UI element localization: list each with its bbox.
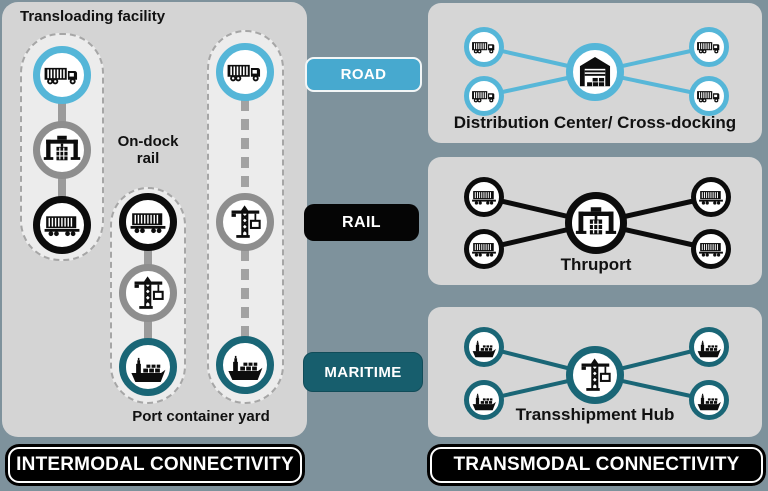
truck-node	[216, 43, 274, 101]
rail-hub-box: Thruport	[428, 157, 762, 285]
rail-car-icon	[129, 203, 167, 241]
chain2-link-2	[144, 320, 152, 340]
container-ship-node	[464, 380, 504, 420]
maritime-mode-label: MARITIME	[324, 363, 402, 381]
rail-car-node	[691, 229, 731, 269]
rail-hub-label: Thruport	[560, 255, 632, 274]
truck-node	[689, 27, 729, 67]
truck-icon	[696, 34, 722, 60]
tower-crane-node	[216, 193, 274, 251]
tower-crane-node	[119, 264, 177, 322]
warehouse-hub-node	[566, 43, 624, 101]
gantry-crane-icon	[575, 202, 617, 244]
warehouse-icon	[576, 53, 614, 91]
maritime-hub-box: Transshipment Hub	[428, 307, 762, 437]
truck-node	[464, 27, 504, 67]
maritime-hub-label: Transshipment Hub	[515, 405, 675, 424]
chain3-dashed-link-1	[241, 100, 249, 195]
rail-car-icon	[698, 236, 724, 262]
intermodal-panel-title: Transloading facility	[20, 8, 166, 25]
chain3-dashed-link-2	[241, 250, 249, 338]
intermodal-connectivity-banner: INTERMODAL CONNECTIVITY	[5, 444, 305, 486]
truck-node	[33, 46, 91, 104]
container-ship-node	[216, 336, 274, 394]
on-dock-rail-label: On-dock rail	[117, 133, 179, 167]
port-container-yard-label: Port container yard	[132, 408, 270, 425]
rail-car-node	[691, 177, 731, 217]
truck-icon	[43, 56, 81, 94]
rail-car-icon	[698, 184, 724, 210]
truck-node	[464, 76, 504, 116]
rail-mode-label: RAIL	[342, 213, 381, 231]
intermodal-connectivity-label: INTERMODAL CONNECTIVITY	[16, 454, 294, 475]
gantry-crane-node	[33, 121, 91, 179]
transmodal-connectivity-label: TRANSMODAL CONNECTIVITY	[453, 454, 740, 475]
container-ship-node	[689, 327, 729, 367]
rail-car-node	[33, 196, 91, 254]
intermodal-panel: Transloading facility On-dock rail Port …	[2, 2, 307, 437]
road-mode-label: ROAD	[340, 66, 387, 83]
truck-node	[689, 76, 729, 116]
rail-car-node	[464, 177, 504, 217]
container-ship-node	[689, 380, 729, 420]
rail-car-icon	[471, 236, 497, 262]
truck-icon	[696, 83, 722, 109]
transmodal-connectivity-banner: TRANSMODAL CONNECTIVITY	[427, 444, 766, 486]
container-ship-icon	[471, 334, 497, 360]
transshipment-hub-node	[566, 346, 624, 404]
chain2-link-1	[144, 249, 152, 266]
chain1-link-1	[58, 102, 66, 123]
rail-car-node	[119, 193, 177, 251]
container-ship-icon	[696, 334, 722, 360]
gantry-crane-icon	[43, 131, 81, 169]
road-hub-box: Distribution Center/ Cross-docking	[428, 3, 762, 143]
container-ship-icon	[226, 346, 264, 384]
tower-crane-icon	[576, 356, 614, 394]
maritime-mode-badge: MARITIME	[303, 352, 423, 392]
truck-icon	[471, 34, 497, 60]
rail-mode-badge: RAIL	[304, 204, 419, 241]
rail-car-node	[464, 229, 504, 269]
chain1-link-2	[58, 177, 66, 198]
rail-car-icon	[43, 206, 81, 244]
tower-crane-icon	[226, 203, 264, 241]
container-ship-node	[119, 338, 177, 396]
container-ship-icon	[129, 348, 167, 386]
road-hub-label: Distribution Center/ Cross-docking	[453, 113, 737, 132]
rail-car-icon	[471, 184, 497, 210]
thruport-hub-node	[565, 192, 627, 254]
tower-crane-icon	[129, 274, 167, 312]
truck-icon	[226, 53, 264, 91]
road-mode-badge: ROAD	[305, 57, 422, 92]
truck-icon	[471, 83, 497, 109]
container-ship-node	[464, 327, 504, 367]
